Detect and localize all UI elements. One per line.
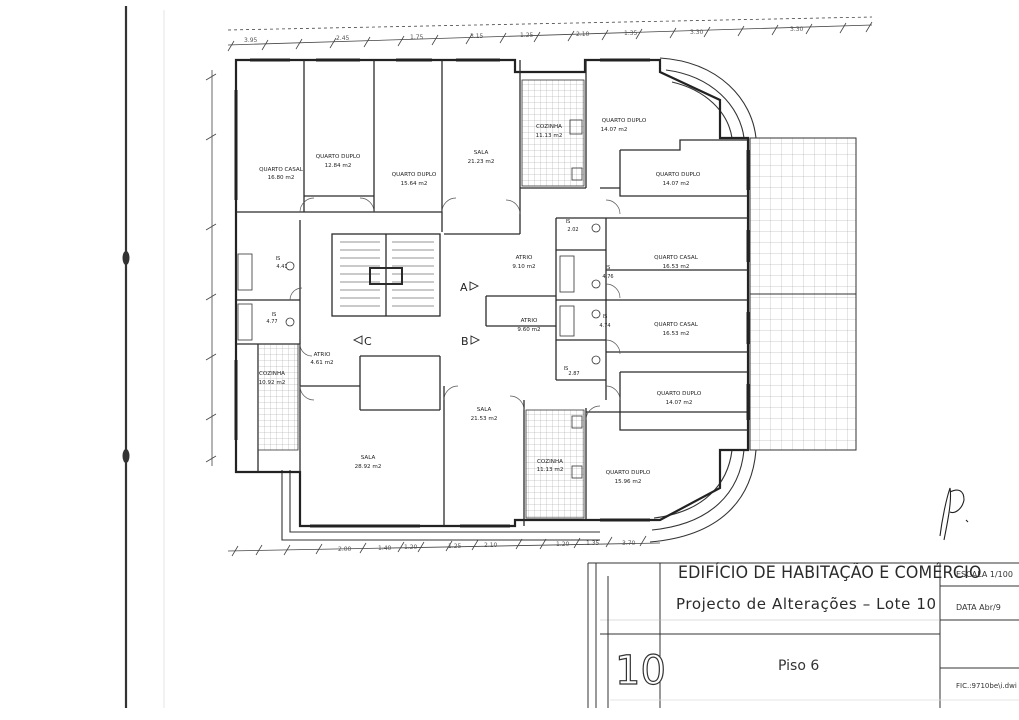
- room-area: 21.23 m2: [468, 159, 495, 165]
- svg-text:C: C: [364, 335, 372, 348]
- room-area: 16.80 m2: [268, 175, 295, 181]
- room-area: 10.92 m2: [259, 380, 286, 386]
- svg-text:3.30: 3.30: [690, 29, 704, 36]
- room-label: QUARTO DUPLO: [656, 172, 701, 178]
- dimension-labels-bottom: 2.00 1.40 1.20 1.25 2.10 1.20 1.35 3.70: [338, 540, 636, 553]
- building-outline: [234, 58, 750, 528]
- room-label: ATRIO: [516, 255, 533, 261]
- room-label: SALA: [361, 455, 376, 461]
- room-area: 4.61 m2: [310, 360, 333, 366]
- room-label: SALA: [477, 407, 492, 413]
- punch-hole: [122, 449, 130, 463]
- section-marker-a: A: [460, 281, 480, 294]
- project-subtitle: Projecto de Alterações – Lote 10: [676, 595, 937, 613]
- signature: [939, 487, 969, 541]
- room-label: QUARTO CASAL: [654, 255, 699, 261]
- svg-text:2.87: 2.87: [568, 371, 579, 377]
- dimension-chain-left: [205, 70, 217, 466]
- window-openings: [234, 58, 750, 528]
- svg-text:2.02: 2.02: [567, 227, 578, 233]
- svg-text:1.20: 1.20: [404, 544, 418, 551]
- file-label: FIC.:9710be\i.dwi: [956, 682, 1017, 690]
- interior-walls: [236, 60, 748, 526]
- svg-text:2.00: 2.00: [338, 546, 352, 553]
- room-area: 9.60 m2: [517, 327, 540, 333]
- dimension-chain-bottom: [227, 535, 661, 557]
- room-area: 16.53 m2: [663, 264, 690, 270]
- dimension-chain-top: [227, 16, 873, 52]
- svg-text:4.41: 4.41: [276, 264, 287, 270]
- svg-text:IS: IS: [603, 314, 608, 320]
- floor-label: Piso 6: [778, 658, 820, 674]
- room-area: 11.13 m2: [536, 133, 563, 139]
- svg-text:3.15: 3.15: [470, 33, 484, 40]
- sheet-number: 10: [614, 647, 666, 694]
- room-labels: QUARTO CASAL 16.80 m2 QUARTO DUPLO 12.84…: [259, 118, 702, 485]
- room-label: QUARTO DUPLO: [316, 154, 361, 160]
- room-label: COZINHA: [536, 124, 562, 130]
- bathroom-labels: IS 4.41 IS 4.77 IS 2.02 IS 4.76 IS 4.74 …: [266, 219, 613, 377]
- svg-text:1.25: 1.25: [520, 32, 534, 39]
- bathroom-fixtures: [237, 119, 601, 479]
- room-area: 15.64 m2: [401, 181, 428, 187]
- room-area: 16.53 m2: [663, 331, 690, 337]
- dimension-labels-top: 3.95 2.45 1.75 3.15 1.25 2.10 1.35 3.30 …: [244, 26, 804, 44]
- svg-text:1.35: 1.35: [586, 540, 600, 547]
- svg-text:2.10: 2.10: [484, 542, 498, 549]
- room-label: QUARTO DUPLO: [602, 118, 647, 124]
- room-label: COZINHA: [259, 371, 285, 377]
- room-area: 14.07 m2: [601, 127, 628, 133]
- svg-text:1.40: 1.40: [378, 545, 392, 552]
- punch-hole: [122, 251, 130, 265]
- title-block: [587, 562, 1019, 708]
- room-label: QUARTO DUPLO: [657, 391, 702, 397]
- svg-text:IS: IS: [272, 312, 277, 318]
- svg-text:A: A: [460, 281, 468, 294]
- room-area: 14.07 m2: [666, 400, 693, 406]
- room-label: COZINHA: [537, 459, 563, 465]
- room-area: 11.13 m2: [537, 467, 564, 473]
- svg-text:IS: IS: [566, 219, 571, 225]
- svg-text:4.76: 4.76: [602, 274, 613, 280]
- curved-balcony-north: [659, 57, 757, 139]
- svg-text:1.20: 1.20: [556, 541, 570, 548]
- scale-label: ESCALA 1/100: [956, 570, 1013, 579]
- svg-text:3.70: 3.70: [622, 540, 636, 547]
- project-title: EDIFÍCIO DE HABITAÇÃO E COMÉRCIO: [678, 563, 982, 583]
- section-marker-c: C: [352, 335, 372, 348]
- svg-text:1.35: 1.35: [624, 30, 638, 37]
- room-label: QUARTO DUPLO: [392, 172, 437, 178]
- svg-text:IS: IS: [276, 256, 281, 262]
- section-marker-b: B: [461, 335, 481, 348]
- room-area: 12.84 m2: [325, 163, 352, 169]
- room-label: ATRIO: [521, 318, 538, 324]
- svg-text:1.75: 1.75: [410, 34, 424, 41]
- svg-text:B: B: [461, 335, 469, 348]
- kitchen-west-tiles: [257, 343, 299, 451]
- svg-text:3.30: 3.30: [790, 26, 804, 33]
- room-label: QUARTO CASAL: [259, 167, 304, 173]
- room-area: 21.53 m2: [471, 416, 498, 422]
- svg-text:1.25: 1.25: [448, 543, 462, 550]
- room-label: QUARTO DUPLO: [606, 470, 651, 476]
- room-area: 14.07 m2: [663, 181, 690, 187]
- balcony-southwest: [281, 470, 600, 541]
- svg-text:2.45: 2.45: [336, 35, 350, 42]
- date-label: DATA Abr/9: [956, 603, 1001, 612]
- svg-text:4.74: 4.74: [599, 323, 610, 329]
- door-swings: [289, 197, 621, 421]
- terrace: [749, 137, 857, 451]
- room-area: 15.96 m2: [615, 479, 642, 485]
- room-label: ATRIO: [314, 352, 331, 358]
- room-area: 28.92 m2: [355, 464, 382, 470]
- svg-text:2.10: 2.10: [576, 31, 590, 38]
- svg-text:IS: IS: [606, 265, 611, 271]
- svg-text:IS: IS: [564, 366, 569, 372]
- room-label: SALA: [474, 150, 489, 156]
- room-label: QUARTO CASAL: [654, 322, 699, 328]
- svg-text:4.77: 4.77: [266, 319, 277, 325]
- room-area: 9.10 m2: [512, 264, 535, 270]
- svg-text:3.95: 3.95: [244, 37, 258, 44]
